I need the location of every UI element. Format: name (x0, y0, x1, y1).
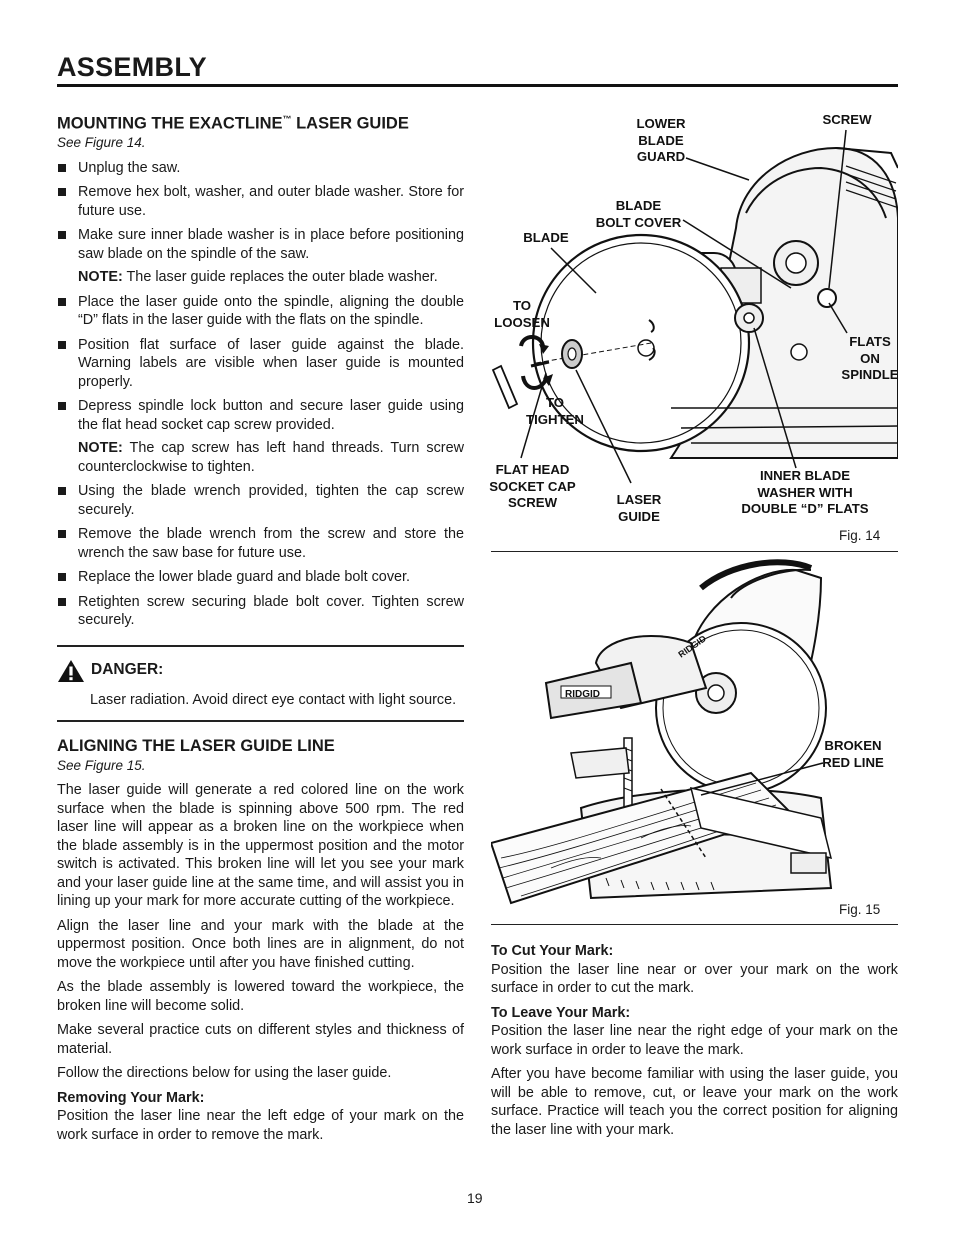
page-number: 19 (467, 1190, 483, 1206)
list-item: Replace the lower blade guard and blade … (57, 568, 464, 587)
mounting-heading: MOUNTING THE EXACTLINE™ LASER GUIDE (57, 114, 409, 133)
miter-saw-laser-illustration: RIDGID RIDGID (491, 559, 833, 905)
label-blade: BLADE (523, 230, 569, 245)
left-column: MOUNTING THE EXACTLINE™ LASER GUIDE See … (57, 110, 464, 1150)
paragraph: Make several practice cuts on different … (57, 1022, 464, 1057)
paragraph: Align the laser line and your mark with … (57, 917, 464, 971)
see-figure-15: See Figure 15. (57, 757, 146, 773)
list-item: Position flat surface of laser guide aga… (57, 336, 464, 392)
note-laser-guide: NOTE: The laser guide replaces the outer… (78, 269, 438, 285)
label-to-loosen: TO LOOSEN (494, 298, 550, 330)
label-lower-blade-guard: LOWER BLADE GUARD (636, 116, 686, 164)
list-item: Remove hex bolt, washer, and outer blade… (57, 183, 464, 220)
aligning-heading: ALIGNING THE LASER GUIDE LINE (57, 737, 335, 755)
mounting-steps-2: Place the laser guide onto the spindle, … (57, 293, 464, 435)
cut-heading: To Cut Your Mark: (491, 943, 614, 959)
figure-15-caption: Fig. 15 (839, 902, 881, 917)
paragraph: Position the laser line near or over you… (491, 961, 898, 997)
label-flat-head-socket-cap-screw: FLAT HEAD SOCKET CAP SCREW (489, 462, 576, 510)
mounting-steps-3: Using the blade wrench provided, tighten… (57, 482, 464, 630)
figure-14-rule (491, 551, 898, 552)
warning-triangle-icon (58, 659, 84, 682)
see-figure-14: See Figure 14. (57, 135, 146, 150)
paragraph: After you have become familiar with usin… (491, 1066, 898, 1138)
list-item: Make sure inner blade washer is in place… (57, 226, 464, 263)
paragraph: Follow the directions below for using th… (57, 1065, 392, 1081)
danger-box: DANGER: Laser radiation. Avoid direct ey… (57, 644, 464, 722)
mounting-steps-1: Unplug the saw. Remove hex bolt, washer,… (57, 159, 464, 264)
danger-heading: DANGER: (57, 659, 464, 683)
label-flats-on-spindle: FLATS ON SPINDLE (841, 334, 899, 382)
removing-heading: Removing Your Mark: (57, 1089, 205, 1106)
right-column-text: To Cut Your Mark: Position the laser lin… (491, 942, 898, 1145)
list-item: Place the laser guide onto the spindle, … (57, 293, 464, 330)
label-inner-blade-washer: INNER BLADE WASHER WITH DOUBLE “D” FLATS (741, 468, 869, 516)
figure-15-rule (491, 924, 898, 925)
label-laser-guide: LASER GUIDE (616, 492, 662, 524)
leave-heading: To Leave Your Mark: (491, 1004, 631, 1021)
list-item: Retighten screw securing blade bolt cove… (57, 593, 464, 630)
list-item: Depress spindle lock button and secure l… (57, 397, 464, 434)
paragraph: Position the laser line near the right e… (491, 1023, 898, 1058)
danger-text: Laser radiation. Avoid direct eye contac… (90, 691, 457, 708)
list-item: Unplug the saw. (57, 159, 464, 178)
paragraph: Position the laser line near the left ed… (57, 1108, 464, 1143)
label-broken-red-line: BROKEN RED LINE (822, 738, 884, 770)
note-cap-screw: NOTE: The cap screw has left hand thread… (78, 440, 464, 475)
paragraph: The laser guide will generate a red colo… (57, 782, 464, 909)
figure-15: RIDGID RIDGID BROKEN RED LINE Fig. 15 (491, 558, 898, 924)
figure-14: LOWER BLADE GUARD SCREW BLADE BOLT COVER… (489, 108, 899, 552)
miter-saw-closeup-illustration (491, 129, 898, 484)
brand-wordmark-body: RIDGID (565, 689, 600, 700)
title-rule (57, 84, 898, 87)
list-item: Remove the blade wrench from the screw a… (57, 525, 464, 562)
label-screw: SCREW (822, 112, 872, 127)
paragraph: As the blade assembly is lowered toward … (57, 979, 464, 1014)
label-blade-bolt-cover: BLADE BOLT COVER (595, 198, 682, 230)
figure-14-caption: Fig. 14 (839, 528, 881, 543)
page-title: ASSEMBLY (57, 52, 207, 82)
list-item: Using the blade wrench provided, tighten… (57, 482, 464, 519)
label-to-tighten: TO TIGHTEN (526, 395, 584, 427)
